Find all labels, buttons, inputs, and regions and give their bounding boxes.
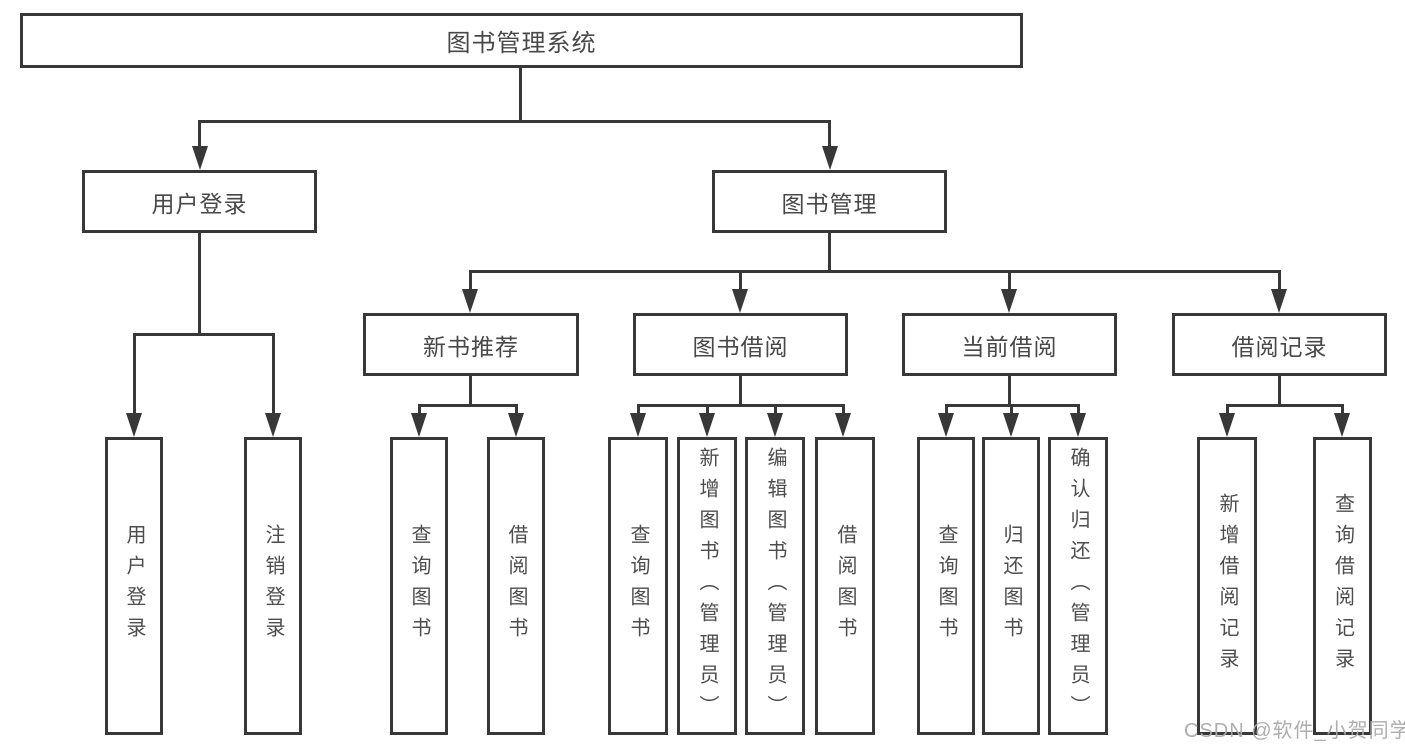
connector-line xyxy=(1008,376,1011,407)
node-label: 查询图书 xyxy=(408,524,430,648)
connector-line xyxy=(272,333,275,415)
arrow-down-icon xyxy=(699,413,715,437)
node-borrow-books: 借阅图书 xyxy=(815,437,875,735)
node-label: 查询图书 xyxy=(627,524,649,648)
connector-line xyxy=(1278,270,1281,291)
connector-line xyxy=(519,66,522,122)
connector-line xyxy=(774,404,777,416)
connector-line xyxy=(198,120,201,148)
node-label: 借阅记录 xyxy=(1231,333,1328,360)
arrow-down-icon xyxy=(508,413,524,437)
arrow-down-icon xyxy=(1003,413,1019,437)
node-label: 图书借阅 xyxy=(692,333,789,360)
connector-line xyxy=(133,333,136,415)
node-library-management-system: 图书管理系统 xyxy=(20,13,1023,68)
arrow-down-icon xyxy=(835,413,851,437)
node-label: 图书管理 xyxy=(781,190,878,217)
arrow-down-icon xyxy=(767,413,783,437)
arrow-down-icon xyxy=(1334,413,1350,437)
node-label: 用户登录 xyxy=(123,524,145,648)
node-label: 查询借阅记录 xyxy=(1331,493,1354,679)
node-label: 借阅图书 xyxy=(505,524,527,648)
connector-line xyxy=(1077,404,1080,416)
node-label: 图书管理系统 xyxy=(446,30,597,57)
connector-line xyxy=(828,233,831,272)
connector-line xyxy=(1226,404,1229,416)
arrow-down-icon xyxy=(1001,289,1017,313)
arrow-down-icon xyxy=(938,413,954,437)
csdn-watermark: CSDN @软件_小贺同学 xyxy=(1184,720,1405,742)
node-book-borrowing: 图书借阅 xyxy=(633,313,848,376)
node-return-books: 归还图书 xyxy=(982,437,1040,735)
arrow-down-icon xyxy=(732,289,748,313)
node-label: 新书推荐 xyxy=(423,333,519,360)
connector-line xyxy=(469,376,472,407)
connector-line xyxy=(1008,270,1011,291)
connector-line xyxy=(842,404,845,416)
node-label: 用户登录 xyxy=(151,190,248,217)
connector-line xyxy=(1226,404,1344,407)
node-query-borrow-record: 查询借阅记录 xyxy=(1313,437,1372,735)
arrow-down-icon xyxy=(265,413,281,437)
connector-line xyxy=(418,404,517,407)
arrow-down-icon xyxy=(1070,413,1086,437)
arrow-down-icon xyxy=(822,146,838,170)
connector-line xyxy=(945,404,948,416)
node-logout: 注销登录 xyxy=(244,437,302,735)
arrow-down-icon xyxy=(126,413,142,437)
node-book-management: 图书管理 xyxy=(712,170,947,233)
node-label: 借阅图书 xyxy=(834,524,856,648)
connector-line xyxy=(1278,376,1281,407)
arrow-down-icon xyxy=(1271,289,1287,313)
node-user-login: 用户登录 xyxy=(82,170,317,233)
connector-line xyxy=(739,376,742,407)
node-label: 当前借阅 xyxy=(961,333,1058,360)
node-add-borrow-record: 新增借阅记录 xyxy=(1197,437,1257,735)
connector-line xyxy=(706,404,709,416)
node-query-books-borrow: 查询图书 xyxy=(608,437,668,735)
node-user-login-action: 用户登录 xyxy=(105,437,163,735)
node-confirm-return-admin: 确认归还（管理员） xyxy=(1048,437,1108,735)
connector-line xyxy=(828,120,831,148)
arrow-down-icon xyxy=(1219,413,1235,437)
arrow-down-icon xyxy=(462,289,478,313)
node-query-books-recommend: 查询图书 xyxy=(390,437,448,735)
node-query-books-current: 查询图书 xyxy=(917,437,975,735)
arrow-down-icon xyxy=(411,413,427,437)
arrow-down-icon xyxy=(630,413,646,437)
node-add-books-admin: 新增图书（管理员） xyxy=(677,437,737,735)
node-borrowing-records: 借阅记录 xyxy=(1172,313,1387,376)
connector-line xyxy=(1010,404,1013,416)
node-label: 编辑图书（管理员） xyxy=(764,446,786,726)
connector-line xyxy=(198,233,201,336)
node-current-borrowing: 当前借阅 xyxy=(902,313,1117,376)
node-label: 确认归还（管理员） xyxy=(1067,446,1089,726)
connector-line xyxy=(198,120,831,123)
node-new-book-recommendation: 新书推荐 xyxy=(363,313,579,376)
node-label: 新增图书（管理员） xyxy=(696,446,718,726)
connector-line xyxy=(637,404,845,407)
node-label: 归还图书 xyxy=(1000,524,1022,648)
connector-line xyxy=(739,270,742,291)
connector-line xyxy=(418,404,421,416)
node-label: 注销登录 xyxy=(262,524,284,648)
node-edit-books-admin: 编辑图书（管理员） xyxy=(745,437,805,735)
connector-line xyxy=(515,404,518,416)
connector-line xyxy=(133,333,274,336)
node-borrow-books-recommend: 借阅图书 xyxy=(487,437,545,735)
connector-line xyxy=(469,270,1280,273)
node-label: 新增借阅记录 xyxy=(1216,493,1238,679)
arrow-down-icon xyxy=(192,146,208,170)
connector-line xyxy=(469,270,472,291)
connector-line xyxy=(637,404,640,416)
connector-line xyxy=(1341,404,1344,416)
node-label: 查询图书 xyxy=(935,524,957,648)
